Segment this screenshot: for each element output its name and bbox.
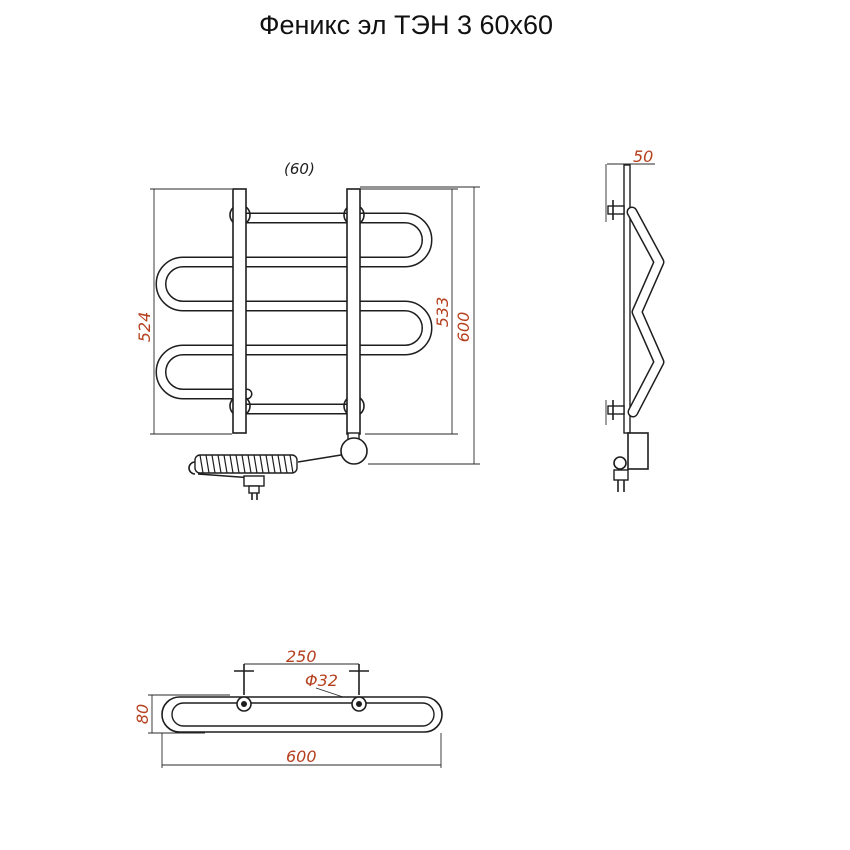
top-width-dim: 600: [286, 747, 317, 766]
side-view: 50: [605, 147, 665, 492]
top-depth-dim: 80: [133, 704, 152, 724]
side-plug: [613, 469, 629, 481]
right-collector: [346, 188, 361, 435]
top-inner-outline: [171, 702, 435, 727]
heater-unit: [340, 437, 368, 465]
mount-spacing-dim: 250: [286, 647, 317, 666]
drawing-title: Феникс эл ТЭН 3 60х60: [258, 10, 554, 40]
coiled-cable: [194, 454, 298, 474]
side-bracket-bottom: [607, 405, 625, 415]
spacing-note: (60): [284, 160, 315, 178]
front-view: (60) 524 533 600: [135, 160, 480, 500]
depth-dim: 50: [633, 147, 653, 166]
middle-height-dim: 533: [433, 297, 452, 328]
top-view: 250 Φ32 80 600: [133, 647, 443, 768]
left-collector: [232, 188, 247, 434]
power-plug: [243, 475, 265, 487]
top-outer-outline: [161, 696, 443, 733]
total-height-dim: 600: [454, 312, 473, 343]
diameter-dim: Φ32: [305, 671, 338, 690]
side-collector: [623, 164, 631, 434]
side-heater-unit: [627, 432, 649, 470]
left-height-dim: 524: [135, 312, 154, 343]
side-bracket-top: [607, 205, 625, 215]
serpentine-tube: [155, 212, 433, 415]
